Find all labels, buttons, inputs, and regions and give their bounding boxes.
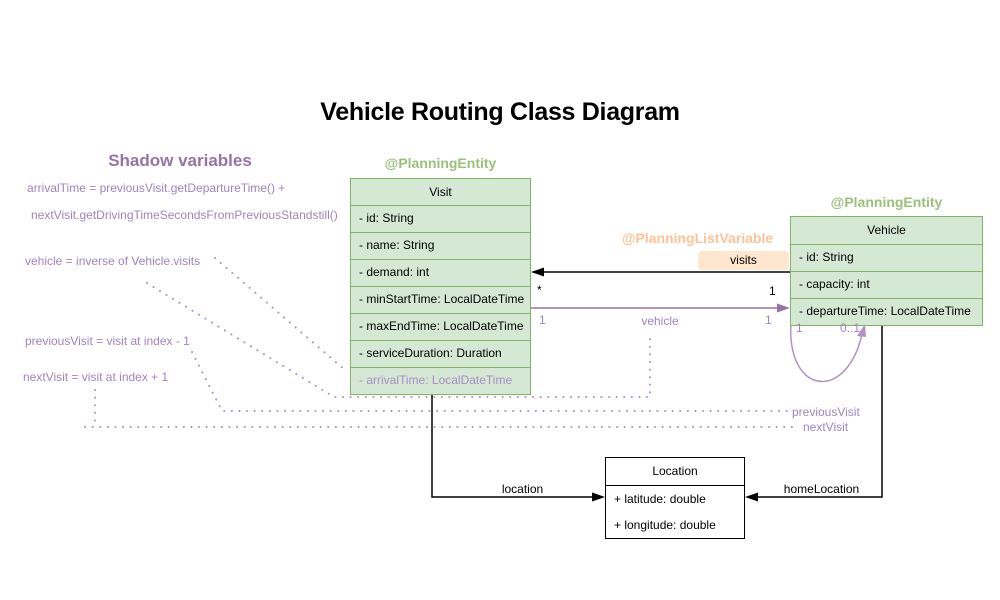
location-association-label: location	[501, 482, 544, 496]
dotted-link-nextvisit	[84, 389, 796, 428]
self-loop-multiplicity-left: 1	[796, 321, 803, 335]
visits-multiplicity-visit-side: *	[537, 283, 542, 297]
previousvisit-label: previousVisit	[792, 405, 860, 419]
location-attribute-longitude: + longitude: double	[614, 518, 716, 532]
location-association-line	[431, 386, 592, 498]
visit-attribute-maxendtime: - maxEndTime: LocalDateTime	[351, 313, 530, 340]
vehicle-multiplicity-left: 1	[539, 313, 546, 327]
shadow-variable-arrivaltime-line1: arrivalTime = previousVisit.getDeparture…	[27, 181, 286, 195]
location-attribute-latitude: + latitude: double	[614, 492, 706, 506]
vehicle-association-label: vehicle	[641, 314, 679, 328]
shadow-variable-nextvisit: nextVisit = visit at index + 1	[23, 370, 169, 384]
vehicle-planning-entity-annotation: @PlanningEntity	[830, 194, 943, 210]
visit-attribute-arrivaltime: - arrivalTime: LocalDateTime	[351, 367, 530, 394]
location-class[interactable]: Location + latitude: double + longitude:…	[605, 457, 745, 539]
vehicle-multiplicity-right: 1	[765, 313, 772, 327]
planning-list-variable-annotation: @PlanningListVariable	[621, 230, 774, 246]
shadow-variable-previousvisit: previousVisit = visit at index - 1	[25, 334, 190, 348]
location-arrowhead	[592, 492, 605, 502]
shadow-variable-arrivaltime-line2: nextVisit.getDrivingTimeSecondsFromPrevi…	[31, 208, 338, 222]
homelocation-association-label: homeLocation	[783, 482, 860, 496]
visit-attribute-name: - name: String	[351, 232, 530, 259]
shadow-variable-vehicle: vehicle = inverse of Vehicle.visits	[25, 254, 201, 268]
shadow-variables-heading: Shadow variables	[108, 151, 252, 170]
self-loop-multiplicity-right: 0..1	[840, 321, 861, 335]
visits-arrowhead	[531, 267, 544, 277]
vehicle-attribute-departuretime: - departureTime: LocalDateTime	[791, 298, 982, 325]
vehicle-arrowhead	[777, 303, 790, 313]
visit-class[interactable]: Visit - id: String - name: String - dema…	[350, 178, 531, 395]
vehicle-class-name: Vehicle	[867, 223, 906, 237]
page-title: Vehicle Routing Class Diagram	[320, 98, 680, 126]
vehicle-attribute-id: - id: String	[791, 244, 982, 271]
visits-multiplicity-vehicle-side: 1	[769, 284, 776, 298]
visits-association-label[interactable]: visits	[698, 251, 789, 270]
nextvisit-label: nextVisit	[803, 420, 849, 434]
visit-attribute-id: - id: String	[351, 205, 530, 232]
homelocation-arrowhead	[745, 492, 758, 502]
visit-planning-entity-annotation: @PlanningEntity	[384, 155, 497, 171]
vehicle-class[interactable]: Vehicle - id: String - capacity: int - d…	[790, 216, 983, 326]
visit-attribute-serviceduration: - serviceDuration: Duration	[351, 340, 530, 367]
location-class-name: Location	[606, 458, 744, 486]
dotted-link-arrivaltime	[214, 257, 346, 371]
visit-attribute-demand: - demand: int	[351, 259, 530, 286]
visit-class-name: Visit	[429, 185, 452, 199]
visit-attribute-minstarttime: - minStartTime: LocalDateTime	[351, 286, 530, 313]
vehicle-attribute-capacity: - capacity: int	[791, 271, 982, 298]
